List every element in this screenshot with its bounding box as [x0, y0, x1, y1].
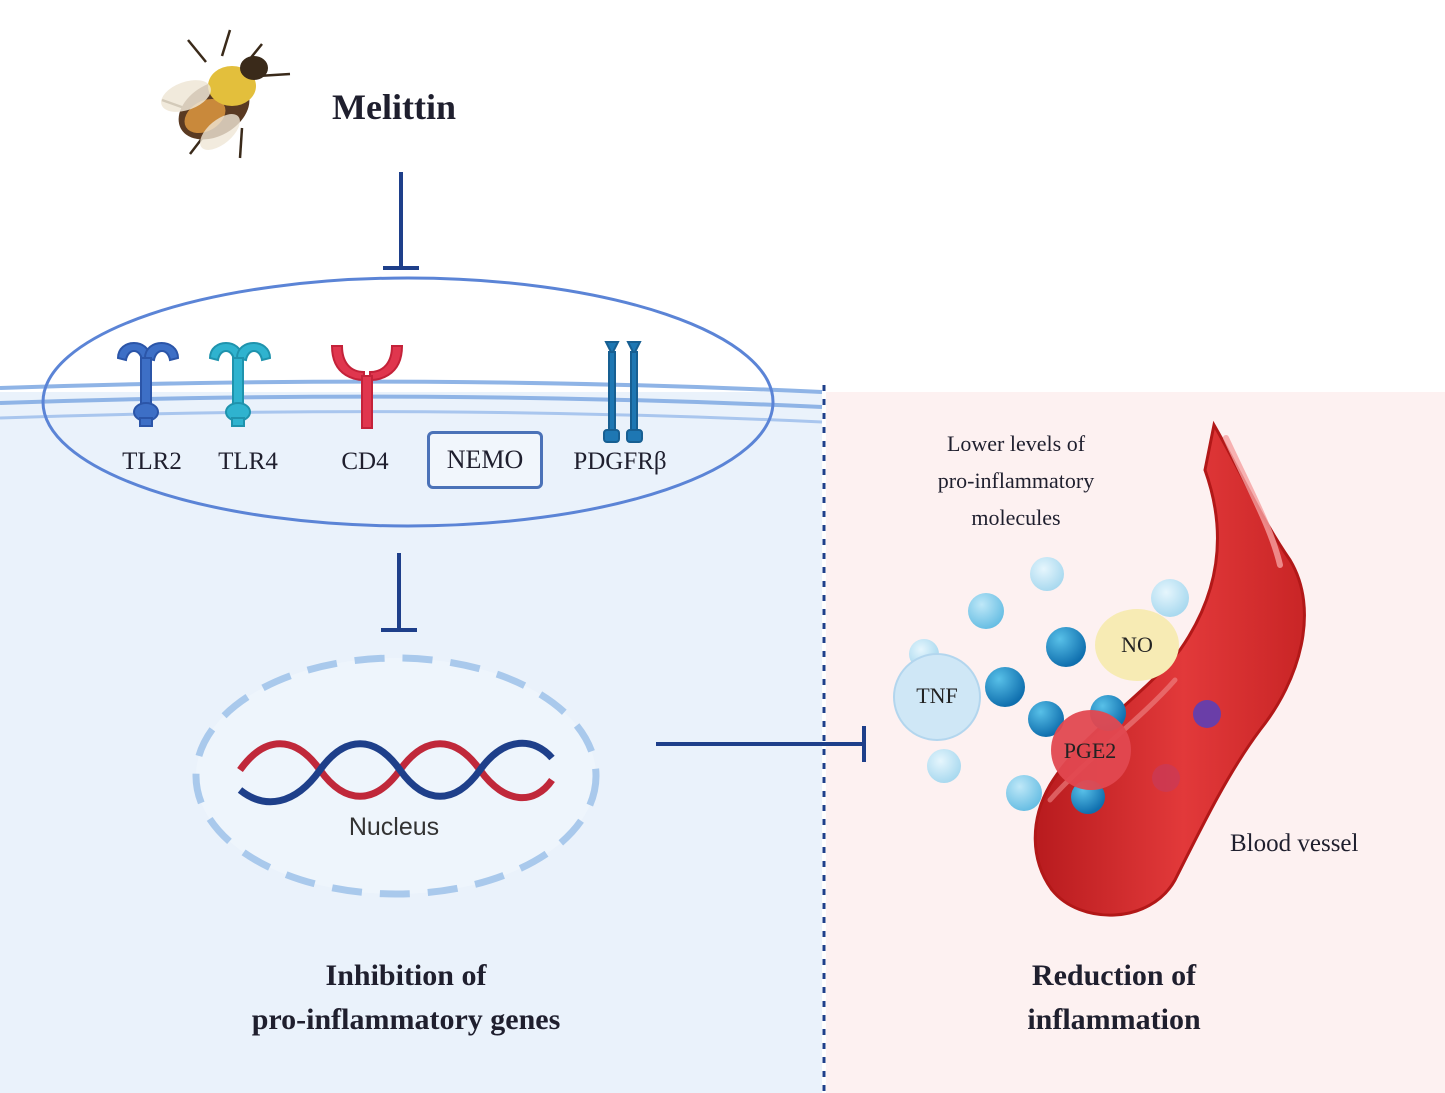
tnf-label: TNF — [916, 683, 958, 708]
inhibition-arrow-nucleus — [381, 553, 417, 632]
molecules-caption-line1: Lower levels of — [946, 431, 1086, 456]
pge2-label: PGE2 — [1063, 738, 1117, 763]
molecule-bubbles — [909, 557, 1221, 814]
molecules-caption-line2: pro-inflammatory — [937, 468, 1095, 493]
molecules-caption: Lower levels of pro-inflammatory molecul… — [938, 425, 1094, 536]
tnf-molecule — [893, 653, 981, 741]
inhibition-arrow-inflammation — [656, 726, 866, 762]
right-caption-line1: Reduction of — [1031, 959, 1197, 992]
no-molecule — [1095, 609, 1179, 681]
left-caption-line2: pro-inflammatory genes — [251, 1003, 561, 1036]
no-label: NO — [1121, 632, 1153, 657]
bee-icon — [161, 29, 291, 159]
inhibition-arrow-melittin — [383, 172, 419, 270]
molecules-caption-line3: molecules — [971, 505, 1061, 530]
tlr4-label: TLR4 — [218, 448, 278, 475]
pdgfrb-label: PDGFRβ — [573, 448, 667, 475]
nucleus-label: Nucleus — [348, 813, 440, 841]
pge2-molecule — [1051, 710, 1131, 790]
left-caption: Inhibition of pro-inflammatory genes — [252, 954, 561, 1042]
cell-membrane — [0, 379, 823, 424]
right-caption-line2: inflammation — [1027, 1003, 1201, 1036]
cd4-label: CD4 — [341, 448, 389, 475]
tlr2-label: TLR2 — [122, 448, 182, 475]
dna-helix-icon — [237, 739, 555, 806]
left-caption-line1: Inhibition of — [325, 959, 487, 992]
tlr2-receptor-icon — [116, 342, 180, 427]
pdgfrb-receptor-icon — [603, 341, 643, 443]
blood-vessel-label: Blood vessel — [1230, 830, 1359, 857]
nemo-box: NEMO — [427, 431, 543, 489]
receptor-cluster-ellipse — [41, 276, 775, 528]
tlr4-receptor-icon — [208, 342, 272, 427]
cd4-receptor-icon — [330, 345, 404, 429]
melittin-title: Melittin — [332, 87, 456, 127]
right-caption: Reduction of inflammation — [1027, 954, 1200, 1042]
